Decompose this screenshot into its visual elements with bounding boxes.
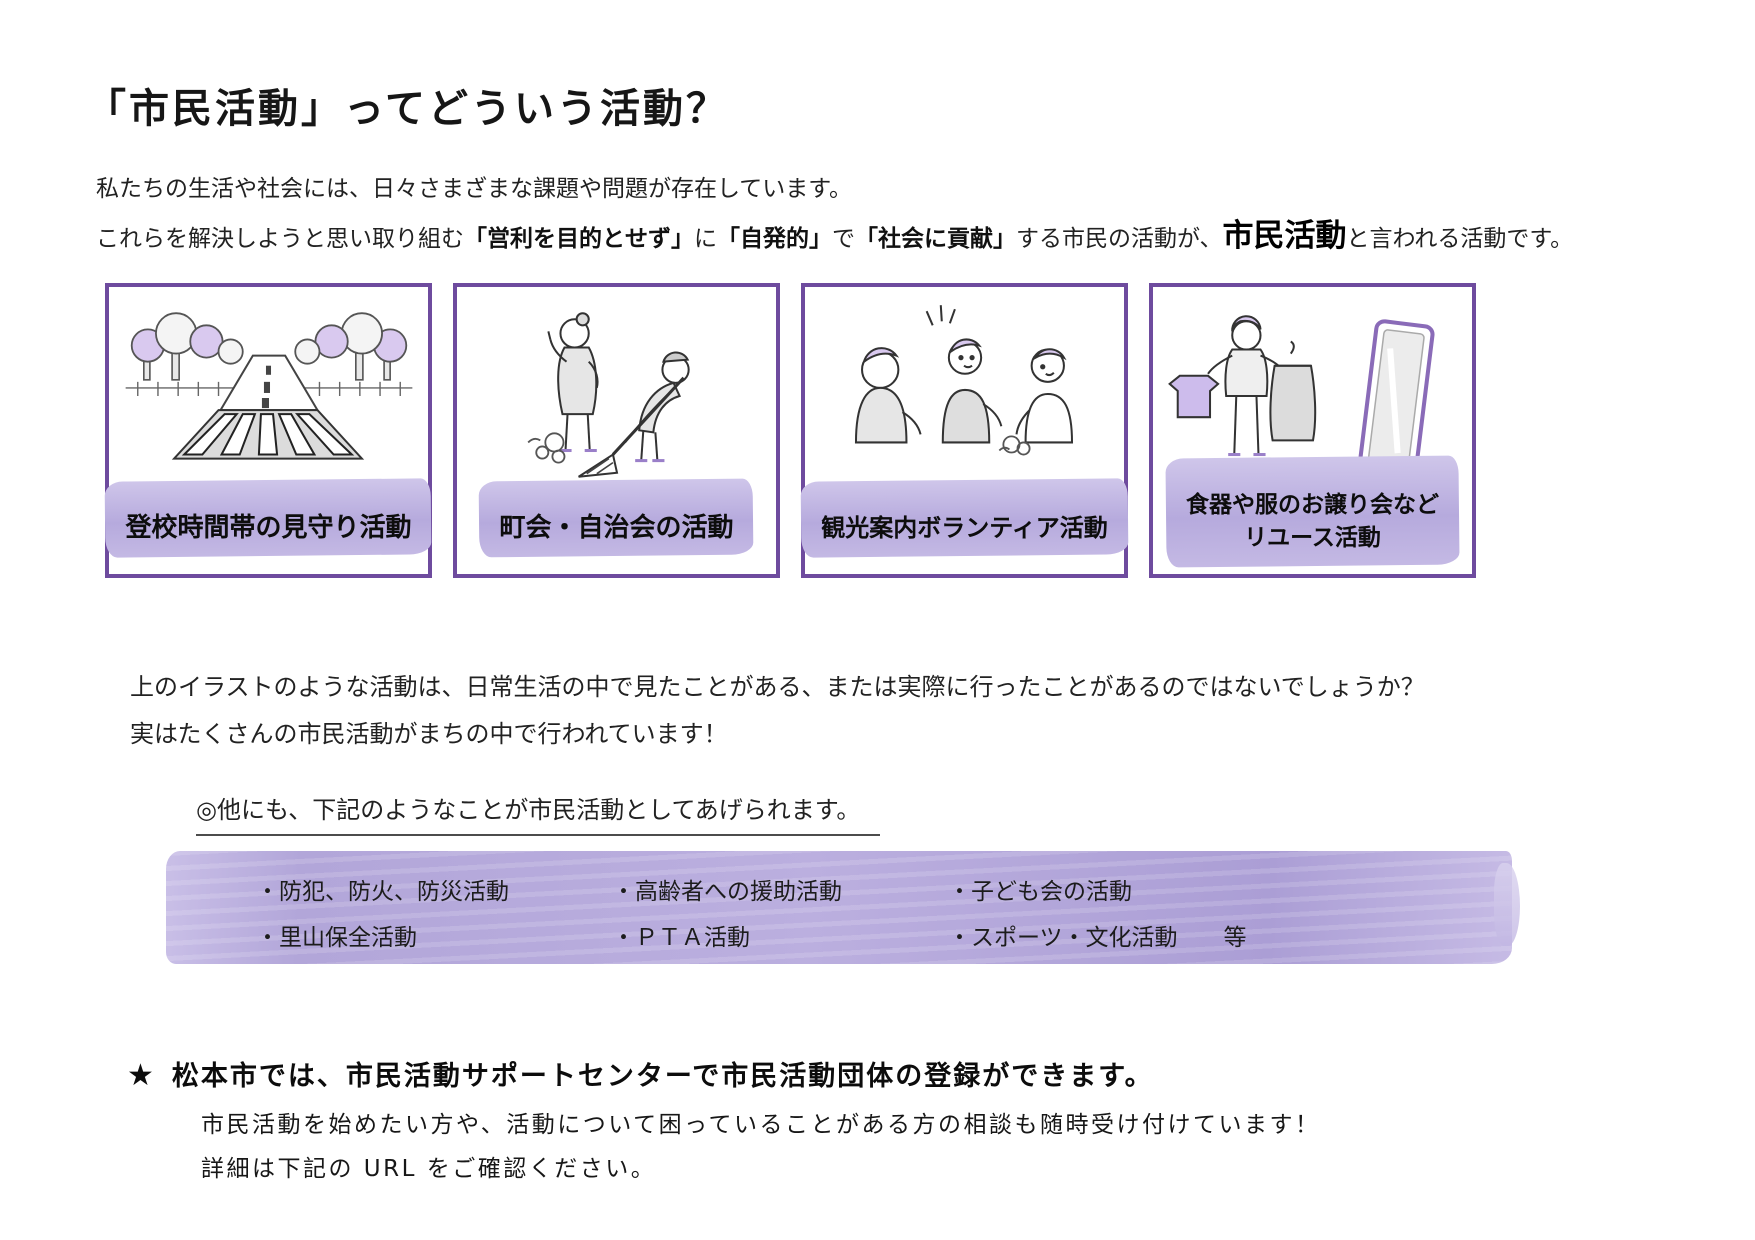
card-caption: 町会・自治会の活動 xyxy=(485,472,747,554)
card-caption-text: 登校時間帯の見守り活動 xyxy=(125,513,412,543)
activity-list: ・防犯、防火、防災活動 ・高齢者への援助活動 ・子ども会の活動 ・里山保全活動 … xyxy=(166,851,1512,952)
intro-line2-plain: で xyxy=(832,226,855,252)
neighborhood-sweeping-illustration xyxy=(527,312,690,478)
body-paragraph: 上のイラストのような活動は、日常生活の中で見たことがある、または実際に行ったこと… xyxy=(130,664,1425,758)
intro-line2-plain: に xyxy=(694,226,717,252)
card-caption-text: 食器や服のお譲り会など リユース活動 xyxy=(1186,492,1439,551)
card-caption: 食器や服のお譲り会など リユース活動 xyxy=(1172,449,1453,564)
others-heading: ◎他にも、下記のようなことが市民活動としてあげられます。 xyxy=(196,790,881,836)
intro-line2-plain: と言われる活動です。 xyxy=(1346,226,1574,252)
card-caption-text: 町会・自治会の活動 xyxy=(499,513,734,543)
reuse-clothes-and-mirror-illustration xyxy=(1167,315,1435,495)
card-caption: 登校時間帯の見守り活動 xyxy=(111,472,425,554)
footer-detail-line-1: 市民活動を始めたい方や、活動について困っていることがある方の相談も随時受け付けて… xyxy=(201,1112,1321,1138)
activity-item: ・ＰＴＡ活動 xyxy=(612,925,750,951)
body-line-1: 上のイラストのような活動は、日常生活の中で見たことがある、または実際に行ったこと… xyxy=(130,673,1425,701)
school-route-crosswalk-illustration xyxy=(125,312,412,460)
card-caption-text: 観光案内ボランティア活動 xyxy=(821,514,1108,542)
card-reuse: 食器や服のお譲り会など リユース活動 xyxy=(1149,283,1476,578)
body-line-2: 実はたくさんの市民活動がまちの中で行われています！ xyxy=(130,720,728,748)
activity-item: ・スポーツ・文化活動 等 xyxy=(948,925,1247,951)
activity-item: ・里山保全活動 xyxy=(256,925,417,951)
activity-highlight-band: ・防犯、防火、防災活動 ・高齢者への援助活動 ・子ども会の活動 ・里山保全活動 … xyxy=(166,851,1520,964)
card-neighborhood-association: 町会・自治会の活動 xyxy=(453,283,780,578)
card-caption-wrap: 登校時間帯の見守り活動 xyxy=(109,472,428,554)
activity-item: ・高齢者への援助活動 xyxy=(612,879,842,905)
card-caption: 観光案内ボランティア活動 xyxy=(807,472,1122,554)
footer-detail-line-2: 詳細は下記の URL をご確認ください。 xyxy=(201,1156,657,1182)
example-cards: 登校時間帯の見守り活動 xyxy=(105,283,1476,578)
card-caption-wrap: 観光案内ボランティア活動 xyxy=(805,472,1124,554)
intro-line2-plain: する市民の活動が、 xyxy=(1016,226,1223,252)
star-icon: ★ xyxy=(127,1058,156,1093)
intro-line-2: これらを解決しようと思い取り組む「営利を目的とせず」に「自発的」で「社会に貢献」… xyxy=(96,213,1573,263)
footer-headline-row: ★ 松本市では、市民活動サポートセンターで市民活動団体の登録ができます。 xyxy=(127,1054,1154,1093)
intro-line2-bold-nonprofit: 「営利を目的とせず」 xyxy=(464,226,694,252)
intro-line-1: 私たちの生活や社会には、日々さまざまな課題や問題が存在しています。 xyxy=(96,176,853,202)
tourist-guide-conversation-illustration xyxy=(854,305,1073,456)
intro-line2-keyword: 市民活動 xyxy=(1222,218,1347,254)
page-title: 「市民活動」ってどういう活動？ xyxy=(86,86,729,132)
intro-line2-bold-contribute: 「社会に貢献」 xyxy=(855,226,1016,252)
card-caption-wrap: 食器や服のお譲り会など リユース活動 xyxy=(1153,449,1472,564)
intro-line2-bold-voluntary: 「自発的」 xyxy=(717,226,832,252)
card-caption-wrap: 町会・自治会の活動 xyxy=(457,472,776,554)
card-tourist-guide: 観光案内ボランティア活動 xyxy=(801,283,1128,578)
footer-headline: 松本市では、市民活動サポートセンターで市民活動団体の登録ができます。 xyxy=(171,1061,1154,1092)
activity-item: ・防犯、防火、防災活動 xyxy=(256,879,509,905)
intro-line2-plain: これらを解決しようと思い取り組む xyxy=(96,226,464,252)
card-school-route-watch: 登校時間帯の見守り活動 xyxy=(105,283,432,578)
activity-item: ・子ども会の活動 xyxy=(948,879,1132,905)
intro-paragraph: 私たちの生活や社会には、日々さまざまな課題や問題が存在しています。 これらを解決… xyxy=(96,166,1573,263)
